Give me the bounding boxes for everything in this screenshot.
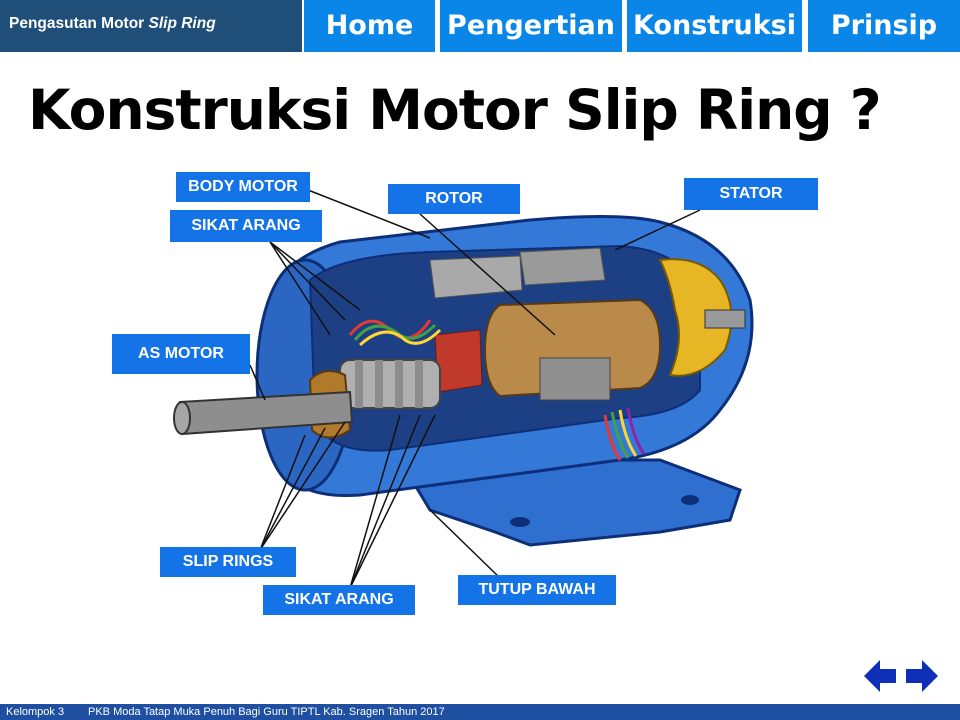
tab-pengertian[interactable]: Pengertian <box>440 0 622 52</box>
motor-illustration <box>173 189 754 589</box>
footer: Kelompok 3 PKB Moda Tatap Muka Penuh Bag… <box>0 704 960 720</box>
brand-prefix: Pengasutan Motor <box>9 15 149 32</box>
page-title: Konstruksi Motor Slip Ring ? <box>28 78 882 142</box>
brand-italic: Slip Ring <box>148 15 216 32</box>
next-slide-button[interactable] <box>904 656 940 696</box>
label-tutup-bawah: TUTUP BAWAH <box>458 575 616 605</box>
tab-prinsip[interactable]: Prinsip <box>808 0 960 52</box>
label-sikat-arang-top: SIKAT ARANG <box>170 210 322 242</box>
label-as-motor: AS MOTOR <box>112 334 250 374</box>
motor-body <box>173 214 754 547</box>
top-navigation: Pengasutan Motor Slip Ring Home Pengerti… <box>0 0 960 52</box>
label-sikat-arang-bottom: SIKAT ARANG <box>263 585 415 615</box>
leader-lines <box>249 189 701 589</box>
motor-cutaway-diagram: BODY MOTOR SIKAT ARANG ROTOR STATOR AS M… <box>100 160 840 630</box>
prev-slide-button[interactable] <box>862 656 898 696</box>
label-stator: STATOR <box>684 178 818 210</box>
app-brand: Pengasutan Motor Slip Ring <box>0 0 302 52</box>
label-body-motor: BODY MOTOR <box>176 172 310 202</box>
tab-konstruksi[interactable]: Konstruksi <box>627 0 802 52</box>
arrow-left-icon <box>864 660 896 692</box>
footer-caption: PKB Moda Tatap Muka Penuh Bagi Guru TIPT… <box>88 706 445 718</box>
label-slip-rings: SLIP RINGS <box>160 547 296 577</box>
arrow-right-icon <box>906 660 938 692</box>
tab-home[interactable]: Home <box>304 0 435 52</box>
label-rotor: ROTOR <box>388 184 520 214</box>
footer-group: Kelompok 3 <box>6 706 65 718</box>
